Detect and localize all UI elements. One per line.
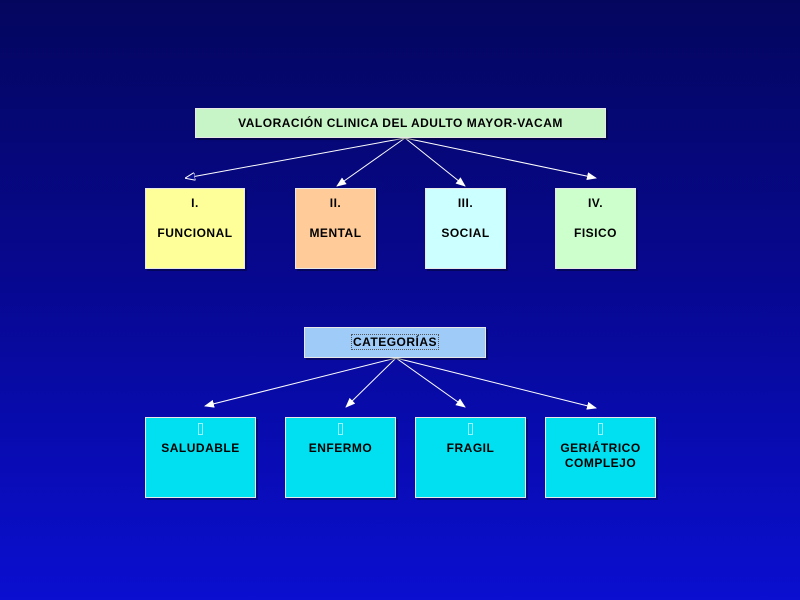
placeholder-marker-icon (597, 423, 603, 435)
category-label: FUNCIONAL (157, 226, 233, 240)
leaf-fragil: FRAGIL (415, 417, 526, 498)
leaf-label: ENFERMO (308, 441, 373, 455)
leaf-saludable: SALUDABLE (145, 417, 256, 498)
leaf-label: FRAGIL (446, 441, 495, 455)
category-number: III. (457, 196, 474, 210)
arrow-to-fisico (404, 137, 597, 181)
category-label: FISICO (573, 226, 617, 240)
arrow-to-mental (336, 137, 406, 187)
category-social: III. SOCIAL (425, 188, 506, 269)
categorias-box: CATEGORÍAS (304, 327, 486, 358)
arrow-to-enfermo (345, 357, 397, 408)
category-label: MENTAL (309, 226, 362, 240)
arrow-to-funcional (186, 137, 406, 178)
arrow-to-social (404, 137, 466, 187)
title-box: VALORACIÓN CLINICA DEL ADULTO MAYOR-VACA… (195, 108, 606, 138)
placeholder-marker-icon (197, 423, 203, 435)
title-text: VALORACIÓN CLINICA DEL ADULTO MAYOR-VACA… (238, 116, 563, 130)
category-mental: II. MENTAL (295, 188, 376, 269)
category-number: IV. (587, 196, 604, 210)
category-funcional: I. FUNCIONAL (145, 188, 245, 269)
category-number: I. (191, 196, 199, 210)
arrow-to-saludable (204, 357, 397, 408)
category-label: SOCIAL (441, 226, 490, 240)
leaf-geriatrico-complejo: GERIÁTRICO COMPLEJO (545, 417, 656, 498)
category-number: II. (329, 196, 342, 210)
leaf-label: GERIÁTRICO COMPLEJO (560, 441, 641, 470)
leaf-label: SALUDABLE (161, 441, 240, 455)
placeholder-marker-icon (467, 423, 473, 435)
categorias-title: CATEGORÍAS (350, 334, 440, 350)
category-fisico: IV. FISICO (555, 188, 636, 269)
arrow-to-fragil (395, 357, 466, 408)
arrow-to-geriatrico (395, 357, 597, 410)
placeholder-marker-icon (337, 423, 343, 435)
leaf-enfermo: ENFERMO (285, 417, 396, 498)
